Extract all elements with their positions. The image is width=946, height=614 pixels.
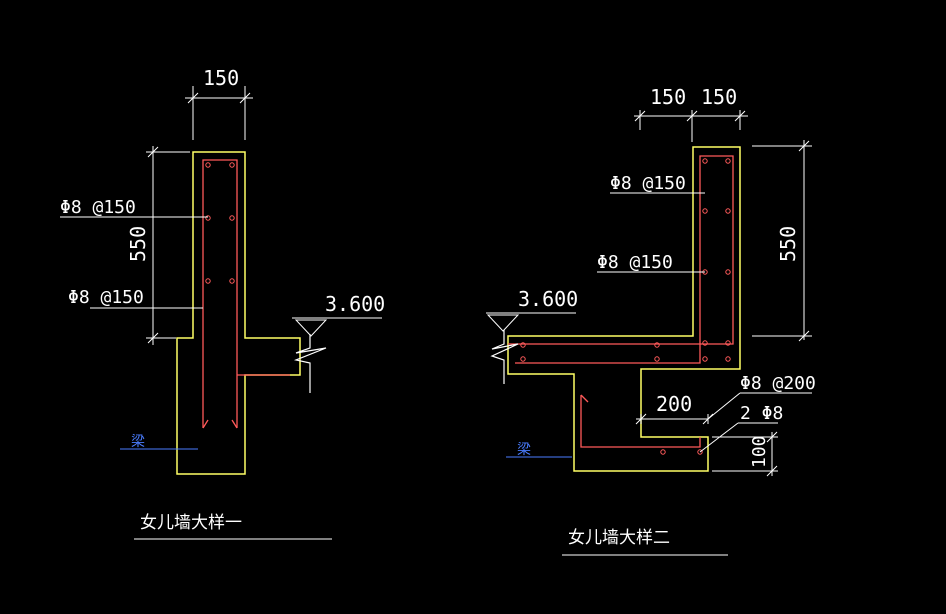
detail-2-height-dimension [752,140,812,342]
detail-2-rebar-slab: Φ8 @200 [740,373,816,394]
detail-2-rebar-slab-leader [707,392,741,420]
detail-1-elevation: 3.600 [325,292,385,316]
detail-1-rebar-lower: Φ8 @150 [68,287,144,308]
detail-1-rebar-left [202,159,238,428]
detail-1-outline [176,151,301,475]
detail-2-width-dim-1: 150 [650,85,686,109]
detail-2-rebar-hook [580,394,589,403]
detail-2-break-line [490,330,519,384]
detail-2-beam-label: 梁 [517,442,531,458]
detail-1: 150 550 Φ8 @150 Φ8 @150 3.600 梁 女儿墙大样一 [60,66,385,540]
detail-2-outline [507,146,741,472]
detail-1-width-dim: 150 [203,66,239,90]
detail-2-elevation-marker [486,312,576,332]
detail-2-width-dim-2: 150 [701,85,737,109]
detail-1-beam-label: 梁 [131,434,145,450]
detail-1-height-dim: 550 [126,226,150,262]
detail-2-rebar-ledge [580,395,701,448]
detail-1-rebar-hook [202,419,238,429]
detail-1-rebar-upper: Φ8 @150 [60,197,136,218]
detail-1-title: 女儿墙大样一 [140,513,242,533]
detail-1-height-dimension [146,146,190,345]
detail-1-break-line [293,334,327,393]
detail-2: 150 150 550 Φ8 @150 Φ8 @150 3.600 [486,85,816,556]
detail-2-rebar-lower: Φ8 @150 [597,252,673,273]
detail-2-ledge-height-dim: 100 [749,435,770,468]
detail-2-ledge-height-dimension [712,431,778,477]
detail-2-ledge-dim: 200 [656,392,692,416]
detail-2-rebar-upper: Φ8 @150 [610,173,686,194]
detail-2-title: 女儿墙大样二 [568,528,670,548]
detail-2-rebar-main [508,155,734,364]
detail-2-rebar-dots [520,158,731,455]
detail-2-elevation: 3.600 [518,287,578,311]
detail-1-top-dimension [185,86,253,140]
detail-2-height-dim: 550 [776,226,800,262]
detail-1-rebar-dots [205,162,235,284]
detail-2-top-dimension [634,110,748,142]
detail-1-elevation-marker [292,317,382,337]
detail-2-rebar-bars: 2 Φ8 [740,403,783,424]
